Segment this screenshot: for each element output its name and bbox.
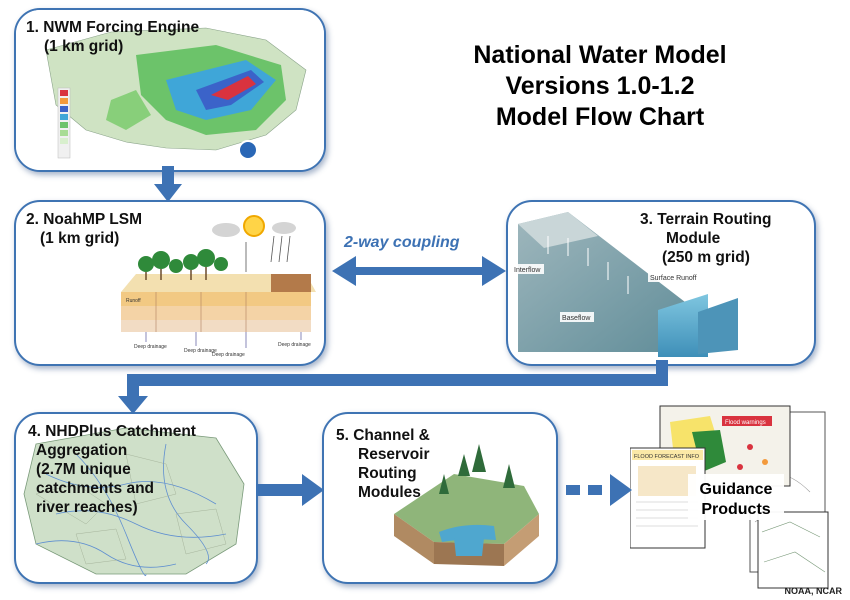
credit-label: NOAA, NCAR xyxy=(784,586,843,596)
arrow-two-way-coupling xyxy=(332,256,506,286)
deep-drainage-label-2: Deep drainage xyxy=(184,348,217,354)
channel-diagram-image xyxy=(394,444,539,566)
noahmp-lsm-box: Runoff Deep drainage Deep drainage Deep … xyxy=(14,200,326,366)
main-title: National Water Model Versions 1.0-1.2 Mo… xyxy=(400,40,800,133)
channel-routing-title-3: Routing xyxy=(358,465,417,482)
arrow-terrain-to-nhdplus xyxy=(118,360,668,414)
forcing-engine-box: 1. NWM Forcing Engine (1 km grid) xyxy=(14,8,326,172)
forcing-engine-title-2: (1 km grid) xyxy=(44,38,124,55)
terrain-diagram-image: Interflow Surface Runoff Baseflow xyxy=(512,212,738,357)
noahmp-lsm-title-1: 2. NoahMP LSM xyxy=(26,211,142,228)
products-label: Products xyxy=(701,501,770,518)
terrain-routing-box: Interflow Surface Runoff Baseflow 3. Ter… xyxy=(506,200,816,366)
two-way-coupling-label: 2-way coupling xyxy=(344,234,460,251)
channel-routing-box: 5. Channel & Reservoir Routing Modules xyxy=(322,412,558,584)
nhdplus-title-2: Aggregation xyxy=(36,442,128,459)
deep-drainage-label-3: Deep drainage xyxy=(212,352,245,358)
product-station-map xyxy=(757,511,829,589)
baseflow-label: Baseflow xyxy=(562,315,591,322)
flood-forecast-label: FLOOD FORECAST INFO xyxy=(634,454,700,460)
guidance-label: Guidance xyxy=(700,481,773,498)
title-line-3: Model Flow Chart xyxy=(495,103,705,131)
flood-warnings-label: Flood warnings xyxy=(725,420,766,426)
catchment-map-image xyxy=(23,427,245,576)
noahmp-lsm-title-2: (1 km grid) xyxy=(40,230,120,247)
terrain-routing-title: 3. Terrain Routing Module (250 m grid) xyxy=(640,210,771,267)
channel-routing-title-2: Reservoir xyxy=(358,446,430,463)
arrow-channel-to-products xyxy=(566,474,632,506)
deep-drainage-label-1: Deep drainage xyxy=(134,344,167,350)
channel-routing-title-1: 5. Channel & xyxy=(336,427,430,444)
forcing-map-image xyxy=(16,10,324,170)
nhdplus-box: 4. NHDPlus Catchment Aggregation (2.7M u… xyxy=(14,412,258,584)
nhdplus-title-1: 4. NHDPlus Catchment xyxy=(28,423,196,440)
nhdplus-title-4: catchments and xyxy=(36,480,155,497)
terrain-routing-title-3: (250 m grid) xyxy=(662,249,750,266)
deep-drainage-label-4: Deep drainage xyxy=(278,342,311,348)
nhdplus-title-5: river reaches) xyxy=(36,499,138,516)
forcing-engine-title: 1. NWM Forcing Engine (1 km grid) xyxy=(26,18,199,56)
surface-runoff-label: Surface Runoff xyxy=(650,275,697,282)
arrow-nhdplus-to-channel xyxy=(256,474,324,506)
title-line-1: National Water Model xyxy=(473,41,727,69)
forcing-engine-title-1: 1. NWM Forcing Engine xyxy=(26,19,200,36)
channel-routing-title: 5. Channel & Reservoir Routing Modules xyxy=(336,426,430,502)
guidance-products-collage: Flood warnings FLOOD FORECAST INFO Guida… xyxy=(630,405,829,589)
terrain-routing-title-2: Module xyxy=(666,230,721,247)
title-line-2: Versions 1.0-1.2 xyxy=(505,72,695,100)
lsm-diagram-image: Runoff Deep drainage Deep drainage Deep … xyxy=(121,215,316,358)
runoff-label: Runoff xyxy=(126,298,141,304)
terrain-routing-title-1: 3. Terrain Routing xyxy=(640,211,772,228)
nhdplus-title: 4. NHDPlus Catchment Aggregation (2.7M u… xyxy=(28,422,196,517)
nhdplus-title-3: (2.7M unique xyxy=(36,461,131,478)
channel-routing-title-4: Modules xyxy=(358,484,421,501)
interflow-label: Interflow xyxy=(514,267,541,274)
noahmp-lsm-title: 2. NoahMP LSM (1 km grid) xyxy=(26,210,142,248)
